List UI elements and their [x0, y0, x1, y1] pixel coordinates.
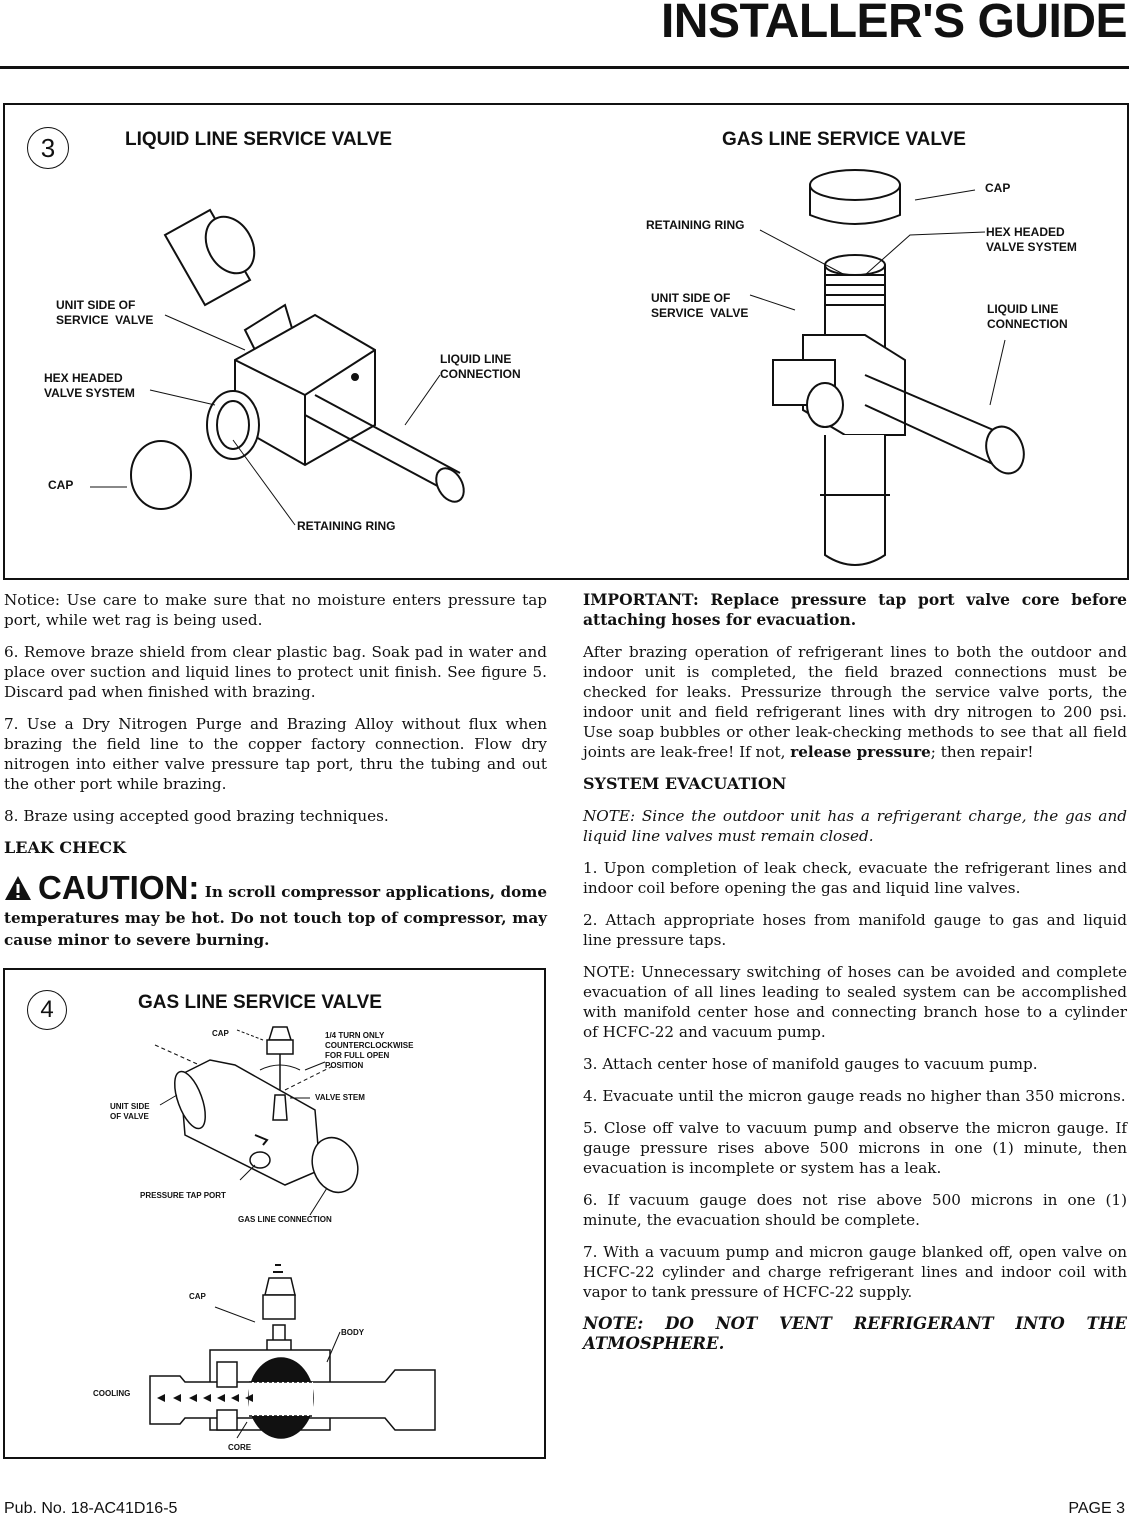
- callout-cap-top: CAP: [212, 1029, 229, 1038]
- gas-line-valve-drawing: [749, 169, 1025, 566]
- callout-liquid-line-right: LIQUID LINE CONNECTION: [987, 302, 1068, 331]
- leak-text-after: ; then repair!: [930, 743, 1034, 761]
- leak-check-heading: LEAK CHECK: [4, 838, 127, 857]
- right-column: IMPORTANT: Replace pressure tap port val…: [583, 590, 1127, 1366]
- leak-text-before: After brazing operation of refrigerant l…: [583, 643, 1127, 761]
- gas-valve-cross-section-drawing: [149, 1264, 436, 1439]
- left-column: Notice: Use care to make sure that no mo…: [4, 590, 547, 870]
- notice-paragraph: Notice: Use care to make sure that no mo…: [4, 591, 547, 629]
- gas-line-valve-title: GAS LINE SERVICE VALVE: [722, 129, 966, 150]
- step-8: 8. Braze using accepted good brazing tec…: [4, 807, 389, 825]
- do-not-vent-note: NOTE: DO NOT VENT REFRIGERANT INTO THE A…: [583, 1314, 1127, 1353]
- callout-unit-side-right: UNIT SIDE OF SERVICE VALVE: [651, 291, 749, 320]
- caution-label: CAUTION:: [38, 869, 200, 906]
- callout-valve-stem: VALVE STEM: [315, 1093, 365, 1102]
- callout-liquid-line-left: LIQUID LINE CONNECTION: [440, 352, 521, 381]
- caution-block: CAUTION: In scroll compressor applicatio…: [4, 871, 547, 951]
- callout-cooling: COOLING: [93, 1389, 131, 1398]
- figure-4: 4 GAS LINE SERVICE VALVE: [3, 968, 546, 1459]
- evac-step-6: 6. If vacuum gauge does not rise above 5…: [583, 1191, 1127, 1229]
- callout-retaining-ring-left: RETAINING RING: [297, 519, 396, 533]
- evac-step-4: 4. Evacuate until the micron gauge reads…: [583, 1087, 1126, 1105]
- evac-step-3: 3. Attach center hose of manifold gauges…: [583, 1055, 1038, 1073]
- leak-check-paragraph: After brazing operation of refrigerant l…: [583, 642, 1127, 762]
- step-6: 6. Remove braze shield from clear plasti…: [4, 643, 547, 701]
- page-number: PAGE 3: [1068, 1500, 1125, 1517]
- evac-step-1: 1. Upon completion of leak check, evacua…: [583, 859, 1127, 897]
- callout-hex-headed-right: HEX HEADED VALVE SYSTEM: [986, 225, 1077, 254]
- warning-triangle-icon: [4, 875, 32, 907]
- liquid-line-valve-drawing: [90, 208, 465, 526]
- callout-retaining-ring-right: RETAINING RING: [646, 218, 745, 232]
- callout-pressure-tap: PRESSURE TAP PORT: [140, 1191, 226, 1200]
- callout-cap-bottom: CAP: [189, 1292, 206, 1301]
- evacuation-note: NOTE: Since the outdoor unit has a refri…: [583, 807, 1127, 845]
- callout-gas-line-connection: GAS LINE CONNECTION: [238, 1215, 332, 1224]
- step-7: 7. Use a Dry Nitrogen Purge and Brazing …: [4, 715, 547, 793]
- system-evacuation-heading: SYSTEM EVACUATION: [583, 774, 787, 793]
- callout-hex-headed-left: HEX HEADED VALVE SYSTEM: [44, 371, 135, 400]
- callout-core: CORE: [228, 1443, 252, 1452]
- callout-unit-side-left: UNIT SIDE OF SERVICE VALVE: [56, 298, 154, 327]
- evac-step-2: 2. Attach appropriate hoses from manifol…: [583, 911, 1127, 949]
- evac-hose-note: NOTE: Unnecessary switching of hoses can…: [583, 963, 1127, 1041]
- page-title: INSTALLER'S GUIDE: [660, 0, 1128, 48]
- important-note: IMPORTANT: Replace pressure tap port val…: [583, 590, 1127, 629]
- publication-number: Pub. No. 18-AC41D16-5: [4, 1500, 178, 1517]
- callout-quarter-turn: 1/4 TURN ONLY COUNTERCLOCKWISE FOR FULL …: [325, 1031, 414, 1070]
- figure-3: 3 LIQUID LINE SERVICE VALVE GAS LINE SER…: [3, 103, 1129, 580]
- gas-line-valve-illustration: [149, 1026, 436, 1439]
- service-valve-illustrations: [90, 169, 1025, 566]
- callout-unit-side: UNIT SIDE OF VALVE: [110, 1102, 150, 1121]
- callout-cap-right: CAP: [985, 181, 1011, 195]
- release-pressure-emphasis: release pressure: [790, 743, 931, 761]
- figure-4-title: GAS LINE SERVICE VALVE: [138, 992, 382, 1013]
- callout-body: BODY: [341, 1328, 365, 1337]
- figure-number-4: 4: [27, 990, 67, 1030]
- callout-cap-left: CAP: [48, 478, 74, 492]
- gas-valve-exterior-drawing: [154, 1026, 359, 1216]
- header-divider: [0, 66, 1129, 69]
- figure-number-3: 3: [27, 127, 69, 169]
- evac-step-7: 7. With a vacuum pump and micron gauge b…: [583, 1243, 1127, 1301]
- evac-step-5: 5. Close off valve to vacuum pump and ob…: [583, 1119, 1127, 1177]
- caution-text: In scroll compressor applications, dome …: [4, 883, 547, 949]
- liquid-line-valve-title: LIQUID LINE SERVICE VALVE: [125, 129, 393, 150]
